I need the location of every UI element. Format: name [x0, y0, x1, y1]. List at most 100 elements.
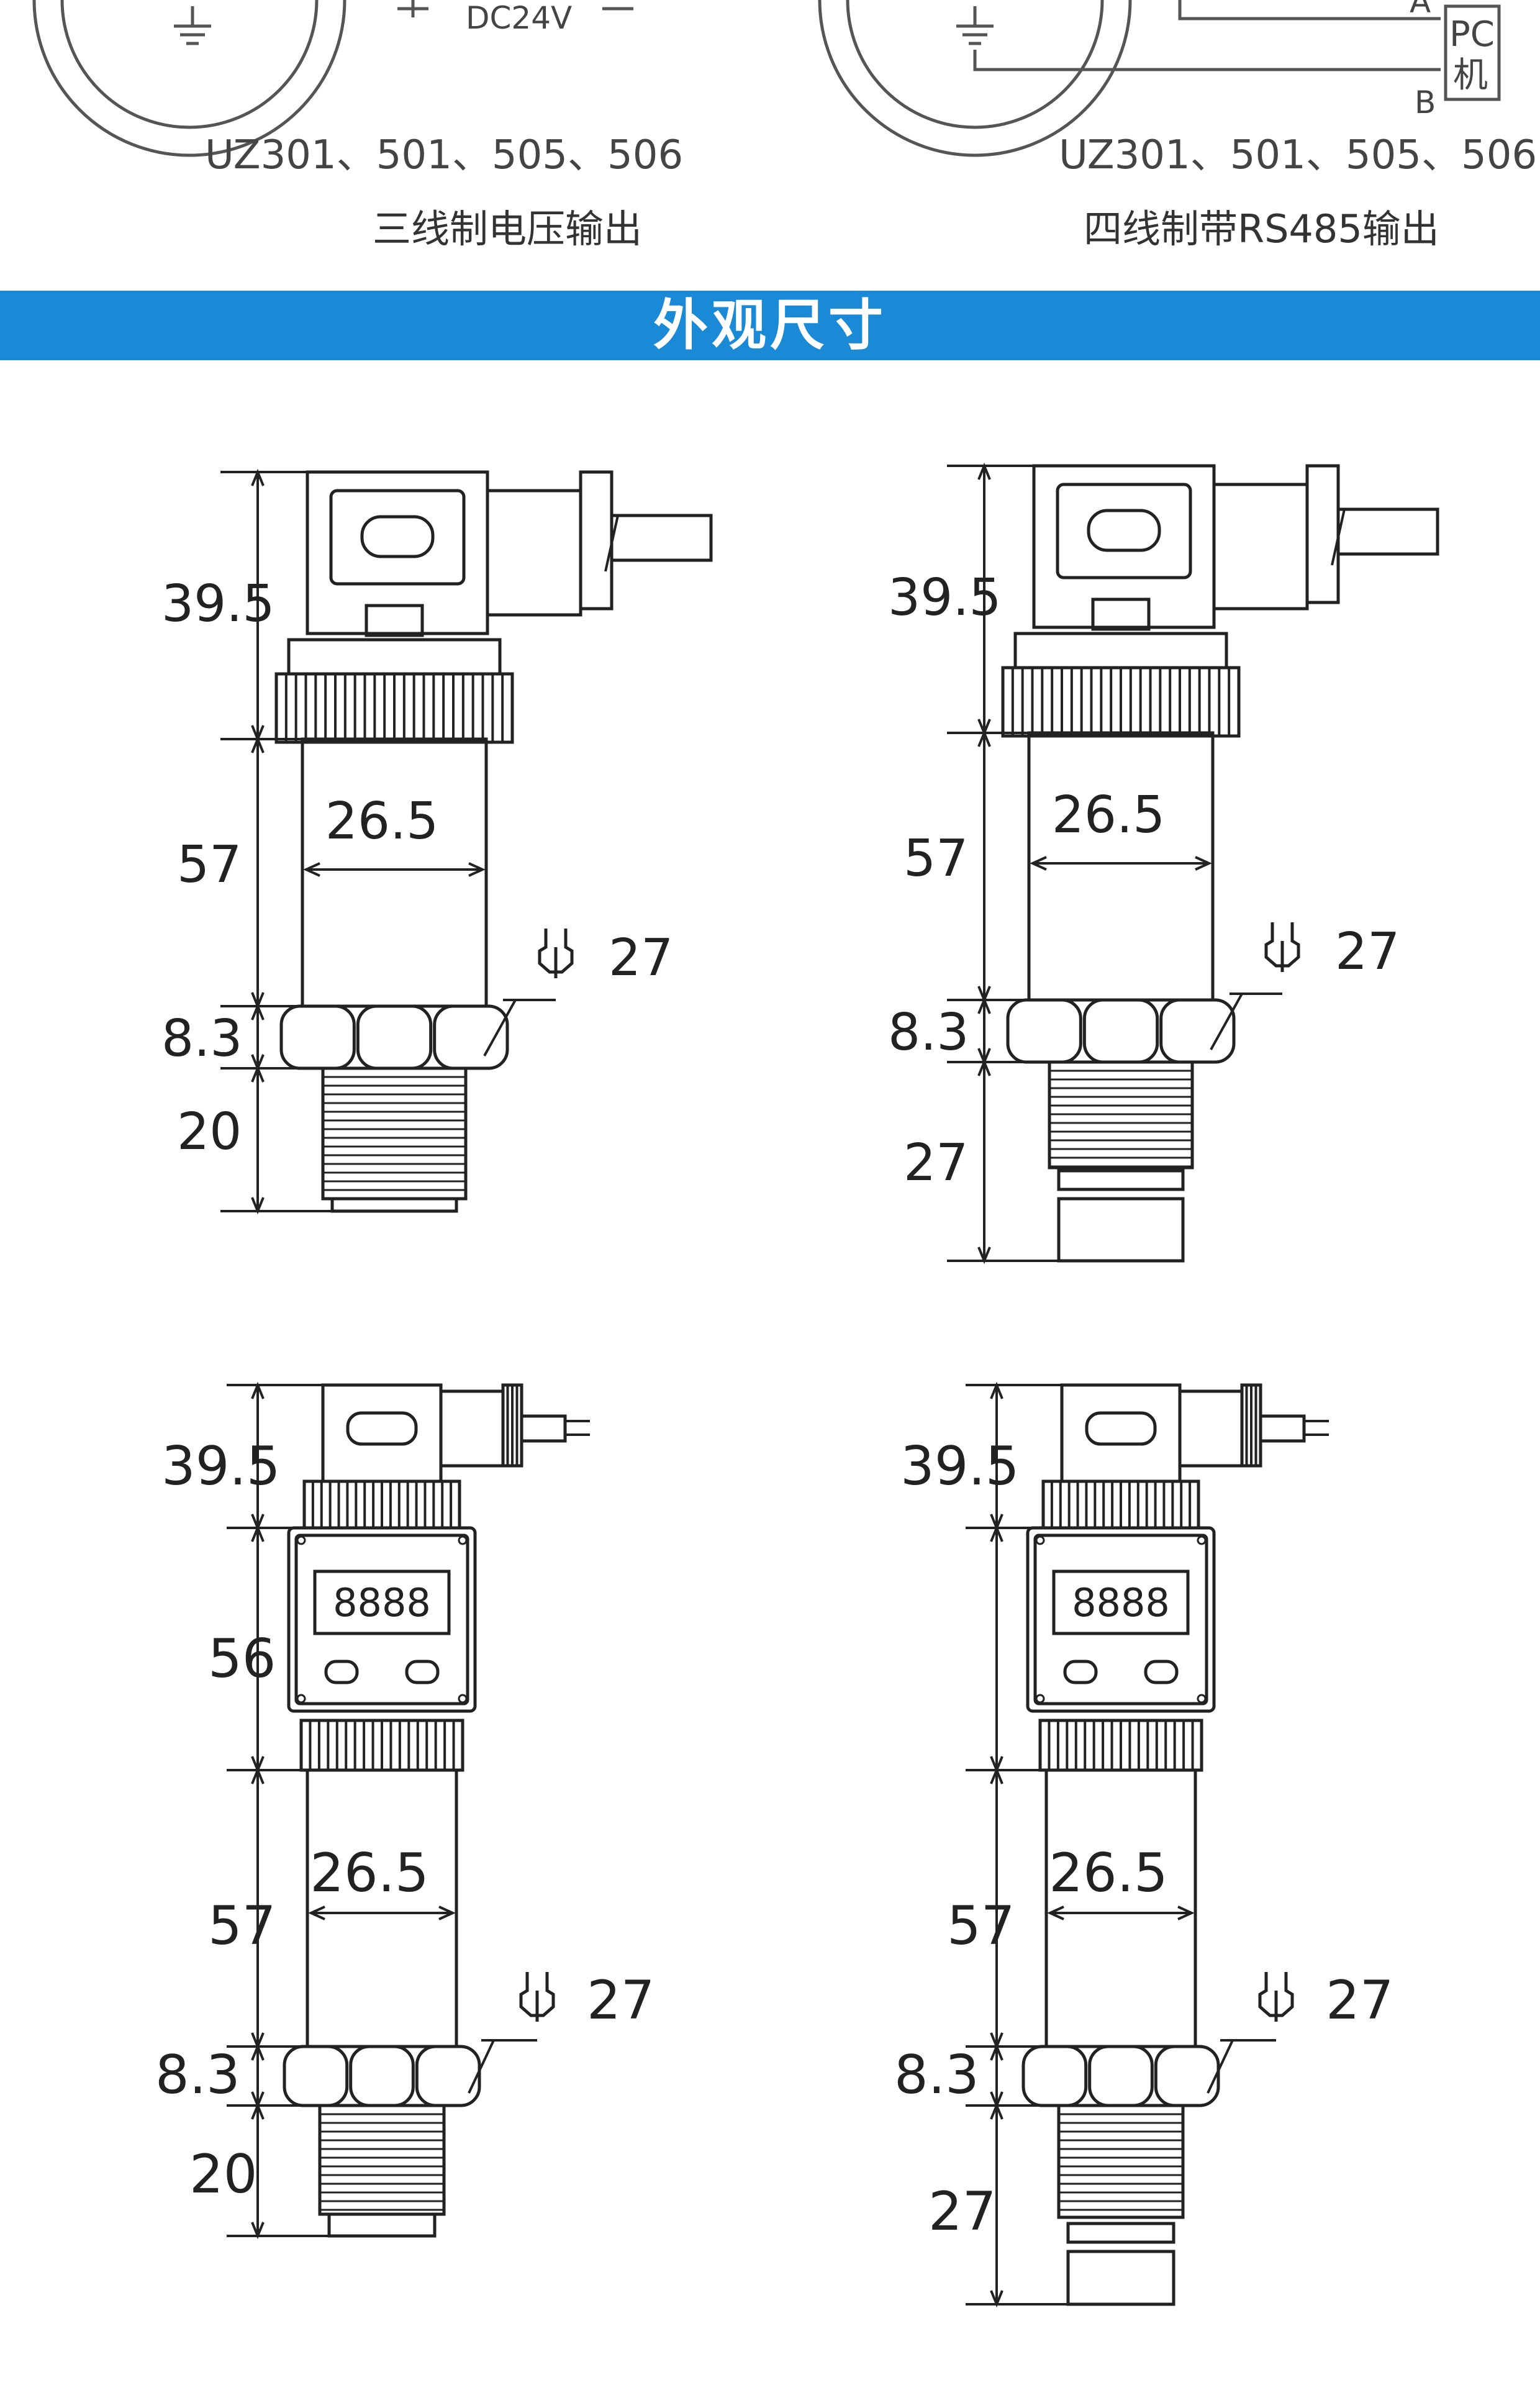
- arrow-head: [977, 1058, 991, 1076]
- thread-section-outline: [1057, 2104, 1185, 2219]
- wire-b: [973, 50, 1441, 71]
- wiring-left: [32, 0, 633, 157]
- terminal-block: [365, 604, 424, 637]
- arrow-head: [990, 1524, 1003, 1542]
- arrow-head: [1030, 856, 1047, 871]
- knurled-ring: [1001, 666, 1241, 738]
- arrow-head: [251, 468, 265, 486]
- hex-face: [433, 1004, 509, 1070]
- display-outer: [1026, 1526, 1216, 1713]
- dim-body-height: 57: [208, 1895, 276, 1957]
- screw-icon: [458, 1694, 468, 1704]
- wrench-icon: [519, 1972, 555, 2022]
- dim-top-height: 39.5: [161, 1435, 280, 1497]
- hex-nut: [1006, 998, 1236, 1064]
- o-ring-collar: [1057, 1169, 1185, 1191]
- connector-side: [486, 489, 582, 617]
- display-inner: [1033, 1533, 1208, 1706]
- gland-mark: [1331, 509, 1346, 566]
- arrow-head: [251, 1766, 265, 1784]
- pc-box: [1444, 4, 1501, 101]
- display-button: [1063, 1660, 1098, 1684]
- thread-section: [1048, 1060, 1194, 1170]
- dim-top-height: 39.5: [888, 568, 1002, 627]
- leader-line: [1207, 2040, 1234, 2094]
- terminal-block: [1091, 597, 1151, 631]
- left-wiring-title: 三线制电压输出: [373, 206, 643, 252]
- collar: [1013, 632, 1228, 670]
- wrench-icon: [1264, 922, 1300, 972]
- dim-top-height: 39.5: [900, 1435, 1019, 1497]
- dim-wrench: 27: [1335, 922, 1400, 981]
- connector-slot: [1085, 1411, 1157, 1446]
- dim-hex-height: 8.3: [161, 1009, 242, 1068]
- hex-face: [349, 2045, 415, 2107]
- arrow-head: [251, 735, 265, 753]
- hex-face: [415, 2045, 481, 2107]
- sensor-body: [301, 737, 488, 1008]
- dim-hex-height: 8.3: [155, 2044, 240, 2106]
- arrow-head: [251, 1524, 265, 1542]
- thread-section: [1057, 2104, 1185, 2219]
- knurled-ring-lower: [299, 1719, 464, 1772]
- dim-diameter: 26.5: [1052, 786, 1166, 845]
- screw-icon: [1197, 1694, 1207, 1704]
- arrow-head: [990, 2102, 1003, 2120]
- thread-section: [321, 1066, 468, 1201]
- knurled-ring-upper: [1041, 1479, 1200, 1530]
- o-ring-collar: [1066, 2222, 1175, 2244]
- connector-side: [439, 1389, 505, 1468]
- dim-body-height: 57: [947, 1895, 1015, 1957]
- wrench-icon: [538, 929, 574, 978]
- right-model-list: UZ301、501、505、506: [1059, 132, 1538, 178]
- arrow-head: [251, 1065, 265, 1083]
- knurled-ring-upper: [302, 1479, 461, 1530]
- sensor-body: [306, 1768, 458, 2048]
- thread-section-outline: [321, 1066, 468, 1201]
- dim-wrench: 27: [609, 929, 673, 988]
- din-connector: [1032, 464, 1439, 629]
- dim-diameter: 26.5: [1049, 1842, 1167, 1904]
- cable-gland: [501, 1383, 523, 1468]
- leader-line: [483, 999, 517, 1056]
- arrow-head: [251, 2043, 265, 2061]
- gland-mark: [604, 515, 619, 572]
- display-outer: [287, 1526, 477, 1713]
- arrow-head: [251, 2102, 265, 2120]
- dim-thread-height: 27: [904, 1133, 968, 1192]
- hex-face: [1159, 998, 1236, 1064]
- hex-face: [356, 1004, 433, 1070]
- arrow-head: [251, 1197, 265, 1215]
- dim-thread-height: 20: [177, 1102, 242, 1161]
- hex-face: [279, 1004, 356, 1070]
- screw-icon: [458, 1535, 468, 1545]
- arrow-head: [308, 1906, 325, 1920]
- connector-slot: [346, 1411, 418, 1446]
- thread-end: [327, 2212, 437, 2238]
- pc-label-line1: PC: [1449, 14, 1495, 55]
- dim-thread-height: 27: [928, 2181, 996, 2243]
- hex-face: [1021, 2045, 1088, 2107]
- display-digits: 8888: [1072, 1580, 1170, 1625]
- arrow-head: [990, 1381, 1003, 1399]
- pressure-port: [1057, 1197, 1185, 1263]
- connector-window: [329, 489, 466, 586]
- left-model-list: UZ301、501、505、506: [205, 132, 684, 178]
- arrow-head: [1177, 1906, 1195, 1920]
- display-button: [405, 1660, 440, 1684]
- cable: [1336, 507, 1439, 556]
- arrow-head: [251, 1381, 265, 1399]
- hex-nut: [279, 1004, 509, 1070]
- arrow-head: [977, 462, 991, 480]
- screw-icon: [296, 1535, 306, 1545]
- cable-gland: [1305, 464, 1340, 604]
- connector-side: [1178, 1389, 1244, 1468]
- arrow-head: [438, 1906, 456, 1920]
- display-screen: [313, 1570, 451, 1635]
- connector-body: [1032, 464, 1216, 629]
- leader-line: [468, 2040, 495, 2094]
